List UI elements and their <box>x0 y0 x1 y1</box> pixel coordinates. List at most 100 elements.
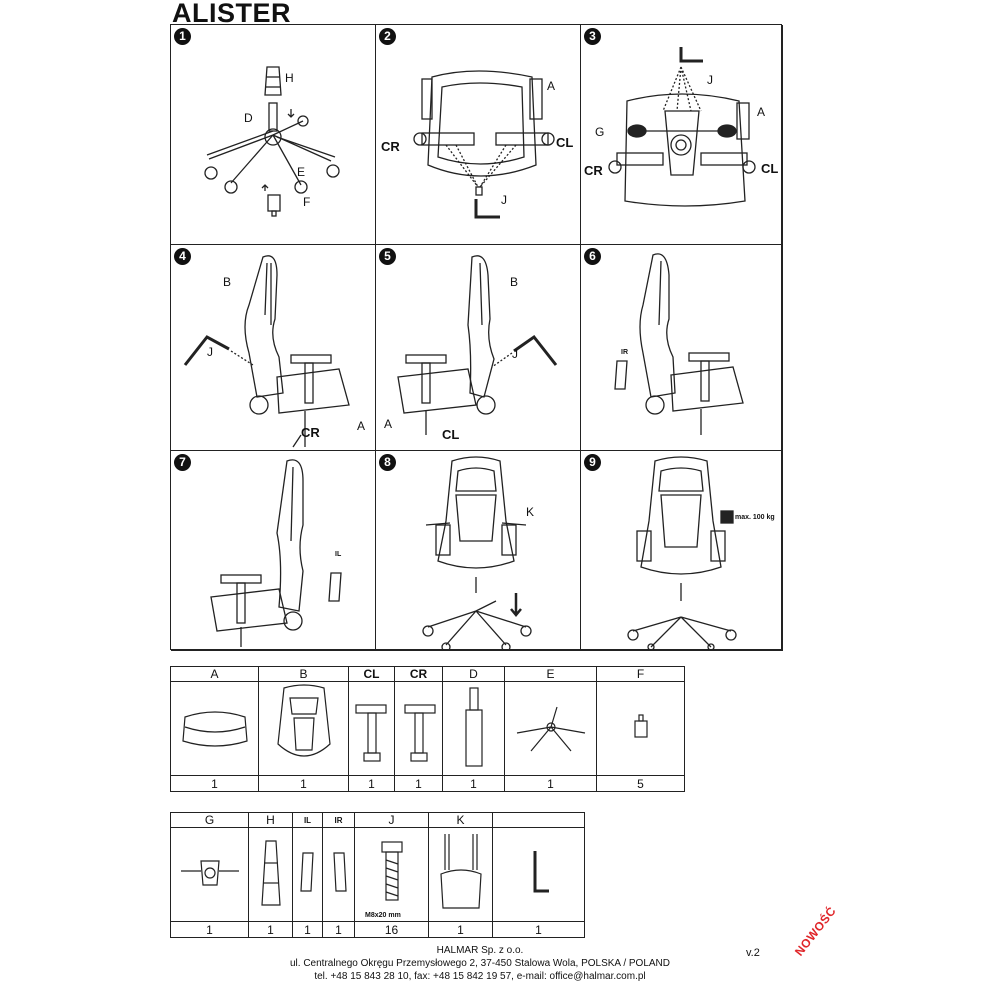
part-image-seat <box>170 681 259 776</box>
part-label-a: A <box>757 105 766 119</box>
step-2-badge: 2 <box>379 28 396 45</box>
part-qty-d: 1 <box>442 775 505 792</box>
part-label-b: B <box>510 275 519 289</box>
step-9-badge: 9 <box>584 454 601 471</box>
step-4-badge: 4 <box>174 248 191 265</box>
part-label-a: A <box>547 79 556 93</box>
part-label-ir: IR <box>621 349 628 356</box>
step-6-panel: 6 IR <box>581 245 783 451</box>
part-header-il: IL <box>292 812 323 828</box>
part-label-il: IL <box>335 551 342 558</box>
part-image-backrest <box>258 681 349 776</box>
part-label-j: J <box>707 73 713 87</box>
step-3-illustration <box>608 47 756 207</box>
part-image-mechanism <box>170 827 249 922</box>
step-4-panel: 4 B J CR A <box>171 245 376 451</box>
step-7-illustration <box>210 459 342 647</box>
part-qty-e: 1 <box>504 775 597 792</box>
step-2-illustration <box>413 70 555 219</box>
part-image-armrest-right <box>394 681 443 776</box>
part-qty-j: 16 <box>354 921 429 938</box>
part-header-g: G <box>170 812 249 828</box>
part-header-hex-key <box>492 812 585 828</box>
part-label-j: J <box>207 345 213 359</box>
part-label-b: B <box>223 275 232 289</box>
part-image-armrest-left <box>348 681 395 776</box>
part-image-hex-key <box>492 827 585 922</box>
part-image-bolt: M8x20 mm <box>354 827 429 922</box>
step-9-panel: 9 max. 100 kg <box>581 451 783 651</box>
part-qty-a: 1 <box>170 775 259 792</box>
part-label-e: E <box>297 165 306 179</box>
step-1-panel: 1 H D E F <box>171 25 376 245</box>
part-header-d: D <box>442 666 505 682</box>
step-4-illustration <box>183 255 350 448</box>
part-header-cl: CL <box>348 666 395 682</box>
step-1-badge: 1 <box>174 28 191 45</box>
part-qty-f: 5 <box>596 775 685 792</box>
part-header-k: K <box>428 812 493 828</box>
max-weight-label: max. 100 kg <box>735 514 775 521</box>
version-label: v.2 <box>746 947 760 959</box>
step-5-badge: 5 <box>379 248 396 265</box>
step-5-illustration <box>397 255 558 435</box>
parts-table-1: A B CL CR D E F 1 1 1 1 1 1 5 <box>170 666 685 792</box>
part-label-j: J <box>501 193 507 207</box>
part-header-a: A <box>170 666 259 682</box>
company-name: HALMAR Sp. z o.o. <box>436 945 524 956</box>
company-address: ul. Centralnego Okręgu Przemysłowego 2, … <box>290 958 671 969</box>
part-label-a: A <box>357 419 366 433</box>
part-image-cover <box>248 827 293 922</box>
part-label-cr: CR <box>584 163 603 178</box>
part-qty-cl: 1 <box>348 775 395 792</box>
part-qty-k: 1 <box>428 921 493 938</box>
step-8-panel: 8 K <box>376 451 581 651</box>
part-label-cl: CL <box>556 135 574 150</box>
part-label-g: G <box>595 125 605 139</box>
step-8-illustration <box>422 456 532 651</box>
part-label-h: H <box>285 71 294 85</box>
part-label-f: F <box>303 195 311 209</box>
part-label-cl: CL <box>442 427 460 442</box>
part-header-cr: CR <box>394 666 443 682</box>
part-qty-cr: 1 <box>394 775 443 792</box>
step-8-badge: 8 <box>379 454 396 471</box>
parts-table-2: G H IL IR J K M8x20 mm 1 1 1 1 16 1 1 <box>170 812 585 938</box>
company-contact: tel. +48 15 843 28 10, fax: +48 15 842 1… <box>314 971 646 982</box>
part-image-caster <box>596 681 685 776</box>
step-6-illustration <box>614 253 744 435</box>
part-qty-g: 1 <box>170 921 249 938</box>
part-header-j: J <box>354 812 429 828</box>
part-label-d: D <box>244 111 253 125</box>
part-image-side-cover-left <box>292 827 323 922</box>
part-header-b: B <box>258 666 349 682</box>
part-header-f: F <box>596 666 685 682</box>
bolt-size-label: M8x20 mm <box>365 912 401 919</box>
part-label-cl: CL <box>761 161 779 176</box>
part-qty-h: 1 <box>248 921 293 938</box>
step-9-illustration <box>627 456 737 651</box>
document-title: ALISTER <box>172 0 292 28</box>
part-qty-ir: 1 <box>322 921 355 938</box>
part-label-cr: CR <box>301 425 320 440</box>
part-image-backrest-cover <box>428 827 493 922</box>
step-6-badge: 6 <box>584 248 601 265</box>
step-1-illustration <box>204 66 340 217</box>
step-3-badge: 3 <box>584 28 601 45</box>
part-header-ir: IR <box>322 812 355 828</box>
step-2-panel: 2 A CR CL J <box>376 25 581 245</box>
step-7-badge: 7 <box>174 454 191 471</box>
part-image-side-cover-right <box>322 827 355 922</box>
part-label-k: K <box>526 505 535 519</box>
part-label-cr: CR <box>381 139 400 154</box>
footer: HALMAR Sp. z o.o. ul. Centralnego Okręgu… <box>290 944 670 983</box>
part-image-gas-lift <box>442 681 505 776</box>
part-label-j: J <box>512 347 518 361</box>
step-7-panel: 7 IL <box>171 451 376 651</box>
part-header-h: H <box>248 812 293 828</box>
part-image-base <box>504 681 597 776</box>
part-header-e: E <box>504 666 597 682</box>
part-label-a: A <box>384 417 393 431</box>
step-5-panel: 5 B J A CL <box>376 245 581 451</box>
part-qty-b: 1 <box>258 775 349 792</box>
